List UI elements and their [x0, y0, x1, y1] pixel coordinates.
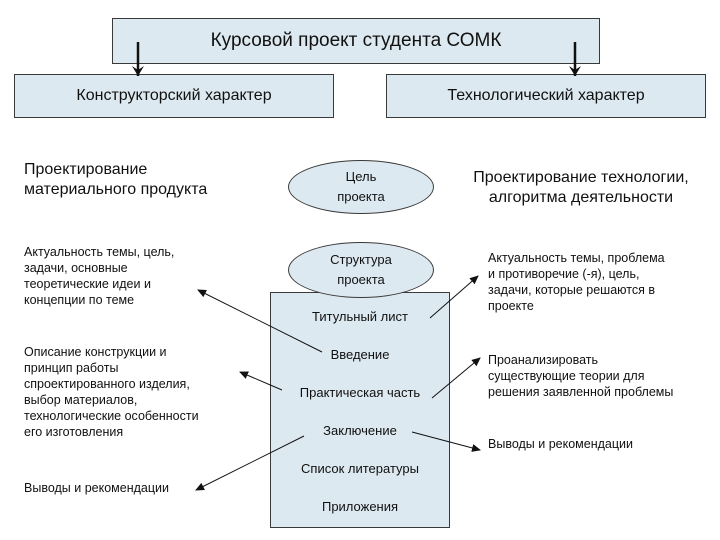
right-item-conclusions: Выводы и рекомендации — [488, 437, 633, 451]
structure-item-introduction: Введение — [330, 347, 390, 362]
structure-item-practical-part: Практическая часть — [299, 385, 421, 400]
diagram-title: Курсовой проект студента СОМК — [210, 30, 502, 51]
arrow-to-right-analysis — [431, 357, 481, 399]
left-item-description: Описание конструкции и принцип работы сп… — [24, 345, 199, 439]
arrow-to-left-conclusions — [195, 435, 305, 491]
left-item-conclusions: Выводы и рекомендации — [24, 481, 169, 495]
structure-column: Титульный лист Введение Практическая час… — [270, 292, 450, 528]
goal-ellipse: Цель проекта — [288, 160, 434, 214]
arrow-to-right-relevance — [429, 275, 479, 319]
structure-item-references: Список литературы — [301, 461, 419, 476]
right-heading: Проектирование технологии, алгоритма дея… — [473, 169, 689, 206]
left-header-box: Конструкторский характер — [14, 74, 334, 118]
left-header-label: Конструкторский характер — [76, 87, 272, 104]
structure-item-conclusion: Заключение — [323, 423, 397, 438]
structure-item-appendices: Приложения — [321, 499, 399, 514]
right-header-label: Технологический характер — [447, 87, 645, 104]
right-header-box: Технологический характер — [386, 74, 706, 118]
structure-item-title-page: Титульный лист — [311, 309, 408, 324]
right-item-analysis: Проанализировать существующие теории для… — [488, 353, 674, 399]
title-box: Курсовой проект студента СОМК — [112, 18, 600, 64]
arrow-to-right-conclusions — [411, 431, 481, 452]
arrow-to-left-description — [239, 371, 283, 391]
arrow-to-left-relevance — [197, 289, 323, 353]
right-item-relevance: Актуальность темы, проблема и противореч… — [488, 251, 665, 313]
left-item-relevance: Актуальность темы, цель, задачи, основны… — [24, 245, 175, 307]
left-heading: Проектирование материального продукта — [24, 161, 208, 198]
structure-ellipse: Структура проекта — [288, 242, 434, 298]
